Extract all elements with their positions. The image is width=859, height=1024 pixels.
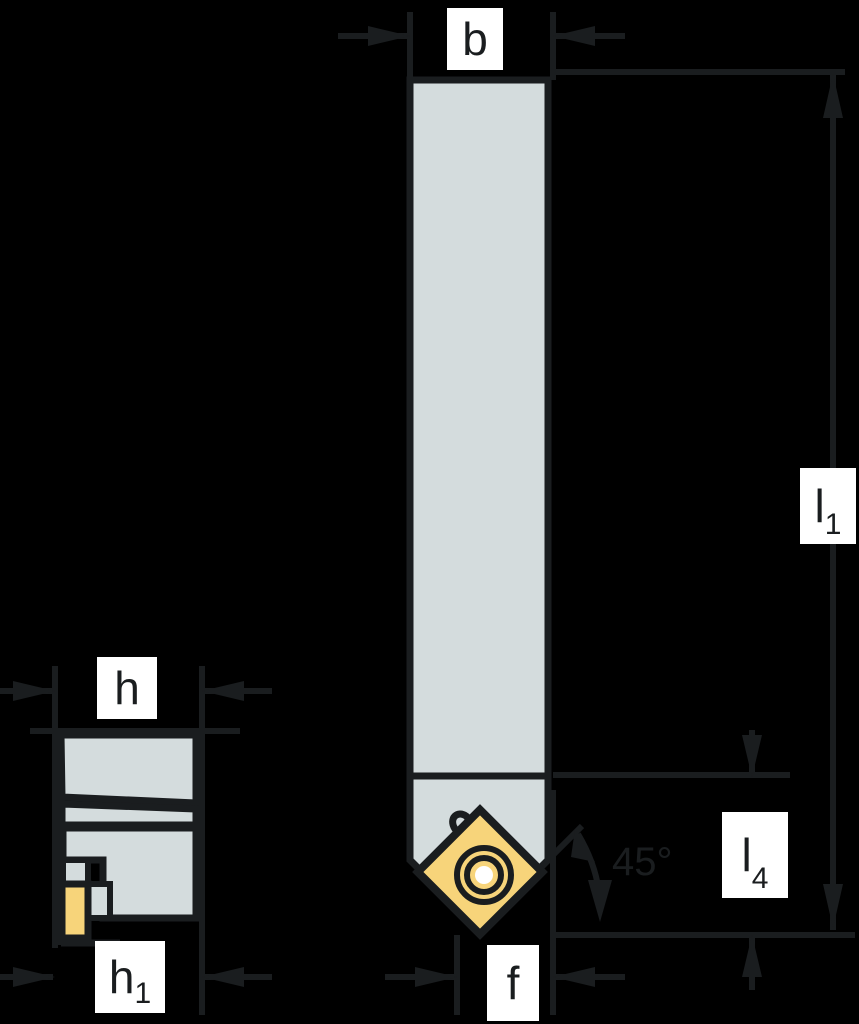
side-insert-seat bbox=[60, 857, 91, 887]
side-clamp-band bbox=[58, 800, 200, 829]
b-arrowhead-right bbox=[553, 26, 595, 46]
top-view-group bbox=[338, 12, 855, 1015]
angle-arrowhead-lower bbox=[588, 880, 612, 922]
dimension-label-l4-base: l bbox=[741, 829, 752, 881]
dimension-label-f-base: f bbox=[506, 957, 520, 1009]
insert-screw-inner-ring bbox=[464, 855, 504, 895]
insert-screw-outer-ring bbox=[454, 845, 514, 905]
angle-arrowhead-upper bbox=[571, 829, 595, 862]
dimension-label-h1-base: h bbox=[108, 951, 135, 1003]
h-arrowhead-right bbox=[202, 681, 244, 701]
h1-arrowhead-right bbox=[202, 967, 244, 987]
side-cutting-insert bbox=[58, 880, 92, 942]
l4-arrowhead-bottom bbox=[742, 935, 762, 977]
dimension-label-f: f bbox=[487, 945, 539, 1021]
f-arrowhead-left bbox=[415, 967, 457, 987]
h1-arrowhead-left bbox=[13, 967, 55, 987]
dimension-label-l4-sub: 4 bbox=[751, 862, 769, 895]
l1-arrowhead-bottom bbox=[823, 884, 843, 928]
l1-arrowhead-top bbox=[823, 74, 843, 118]
dimension-label-l1-sub: 1 bbox=[824, 508, 842, 541]
side-view-group bbox=[0, 666, 272, 1015]
side-shank-upper bbox=[57, 731, 200, 807]
shank-body bbox=[406, 76, 552, 780]
dimension-label-h-base: h bbox=[114, 662, 140, 714]
dimension-label-l1-base: l bbox=[814, 480, 825, 532]
f-arrowhead-right bbox=[553, 967, 595, 987]
h-arrowhead-left bbox=[13, 681, 55, 701]
angle-label-45: 45° bbox=[612, 840, 673, 884]
dimension-label-b-base: b bbox=[462, 13, 488, 65]
dimension-label-h1-sub: 1 bbox=[134, 977, 152, 1010]
dimension-label-h: h bbox=[97, 657, 157, 719]
insert-screw-hole bbox=[475, 866, 493, 884]
l4-arrowhead-top bbox=[742, 735, 762, 777]
b-arrowhead-left bbox=[368, 26, 410, 46]
dimension-label-b: b bbox=[447, 8, 503, 70]
